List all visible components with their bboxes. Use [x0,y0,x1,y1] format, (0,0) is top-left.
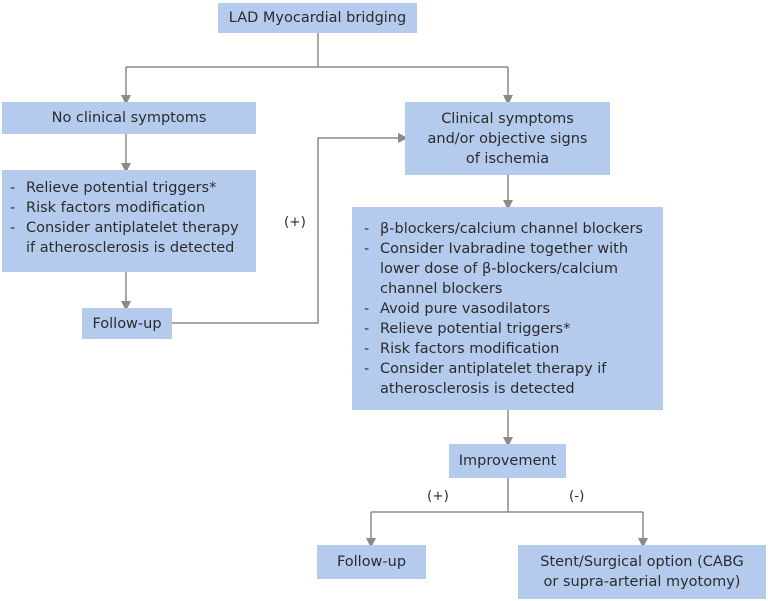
right-action-item: Risk factors modification [362,339,655,359]
left-action-item: Risk factors modification [8,198,252,218]
surgery-line-2: or supra-arterial myotomy) [543,574,741,590]
surgery-line-1: Stent/Surgical option (CABG [540,554,744,570]
root-node-label: LAD Myocardial bridging [228,10,407,26]
symptoms-line-1: Clinical symptoms [441,110,574,127]
arrow-followup-to-symptoms [172,133,408,324]
edge-label-improvement-no: (-) [569,488,585,504]
no-symptoms-node: No clinical symptoms [2,102,256,134]
improvement-label: Improvement [458,453,557,469]
right-action-item: Relieve potential triggers* [362,319,655,339]
symptoms-node: Clinical symptoms and/or objective signs… [405,102,610,175]
no-symptoms-label: No clinical symptoms [51,110,207,126]
right-action-item: Consider Ivabradine together with lower … [362,239,655,299]
follow-up-bottom-label: Follow-up [336,554,407,570]
follow-up-left-node: Follow-up [82,308,172,339]
follow-up-left-label: Follow-up [92,315,162,332]
right-actions-list: β-blockers/calcium channel blockers Cons… [362,219,655,399]
surgery-node: Stent/Surgical option (CABG or supra-art… [518,545,766,599]
root-node: LAD Myocardial bridging [218,3,417,33]
left-action-item: Relieve potential triggers* [8,178,252,198]
right-action-item: Consider antiplatelet therapy if atheros… [362,359,655,399]
left-actions-node: Relieve potential triggers* Risk factors… [2,170,256,272]
edge-label-followup-to-symptoms: (+) [284,214,306,230]
right-action-item: β-blockers/calcium channel blockers [362,219,655,239]
improvement-node: Improvement [449,444,566,478]
symptoms-line-2: and/or objective signs [427,130,588,147]
left-action-item: Consider antiplatelet therapy if atheros… [8,218,252,258]
follow-up-bottom-node: Follow-up [317,545,426,579]
right-action-item: Avoid pure vasodilators [362,299,655,319]
left-actions-list: Relieve potential triggers* Risk factors… [8,178,252,258]
symptoms-line-3: of ischemia [465,150,550,167]
right-actions-node: β-blockers/calcium channel blockers Cons… [352,207,663,410]
edge-label-improvement-yes: (+) [427,488,449,504]
